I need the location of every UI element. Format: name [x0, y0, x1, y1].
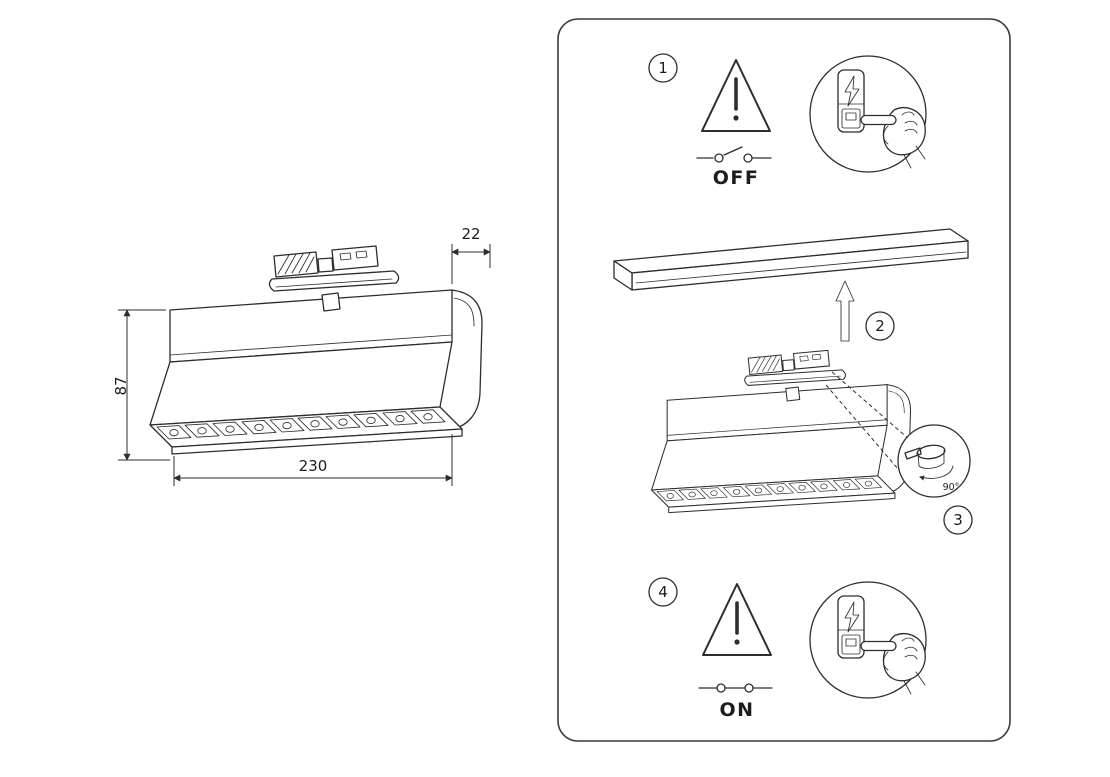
up-arrow-icon [835, 280, 855, 342]
step-3: 90° 3 [825, 371, 973, 535]
step-4-badge: 4 [648, 577, 678, 607]
step-2-badge: 2 [865, 311, 895, 341]
power-switch-hand-icon [809, 581, 927, 699]
dimension-depth: 22 [451, 225, 491, 284]
off-label: OFF [713, 167, 760, 189]
switch-on-symbol [698, 683, 773, 693]
step-1: 1 OFF [648, 53, 927, 189]
product-dimension-view: 22 87 230 [112, 225, 491, 486]
lock-lever [904, 447, 922, 460]
instruction-panel: 1 OFF 2 [557, 18, 1011, 742]
step-3-number: 3 [953, 511, 963, 529]
leader-lines [825, 371, 911, 471]
step-3-badge: 3 [943, 505, 973, 535]
step-2: 2 [613, 228, 969, 513]
track-light-fixture [150, 246, 482, 454]
step-4: 4 ON [648, 577, 927, 721]
step-1-number: 1 [658, 59, 668, 77]
dimension-depth-label: 22 [461, 225, 480, 243]
track-rail [613, 228, 969, 291]
rotation-arrow [919, 465, 954, 481]
dimension-width-label: 230 [299, 457, 328, 475]
power-switch-hand-icon [809, 55, 927, 173]
step-2-number: 2 [875, 317, 885, 335]
on-label: ON [719, 699, 754, 721]
dimension-height: 87 [112, 309, 170, 461]
step-4-number: 4 [658, 583, 668, 601]
rotation-detail: 90° [897, 424, 971, 498]
switch-off-symbol [696, 146, 772, 163]
rotation-angle-label: 90° [943, 482, 960, 493]
dimension-width: 230 [173, 434, 453, 486]
dimension-height-label: 87 [112, 376, 130, 395]
step-1-badge: 1 [648, 53, 678, 83]
